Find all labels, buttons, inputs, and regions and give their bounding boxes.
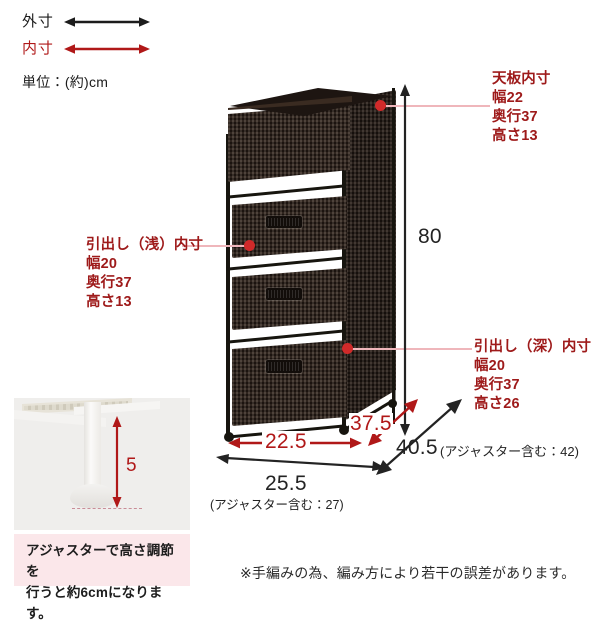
dimension-arrow-height [396, 84, 414, 436]
annotation-deep-drawer-height: 高さ26 [474, 396, 520, 413]
handmade-disclaimer: ※手編みの為、編み方により若干の誤差があります。 [240, 565, 576, 581]
unit-note: 単位：(約)cm [22, 74, 109, 90]
drawer-handle-shallow-2[interactable] [266, 288, 302, 300]
annotation-top-box-height: 高さ13 [492, 128, 538, 145]
product-illustration [222, 86, 402, 442]
double-arrow-red-icon [63, 43, 150, 55]
dimension-arrow-inner-depth [366, 396, 422, 448]
dimension-value-outer-depth: 40.5 [396, 436, 438, 459]
annotation-shallow-drawer-title: 引出し（浅）内寸 [86, 237, 204, 253]
tier-top-open-box [228, 104, 350, 182]
legend-outer-label: 外寸 [22, 13, 54, 30]
annotation-top-box: 天板内寸 幅22 奥行37 高さ13 [492, 70, 551, 147]
drawer-handle-deep[interactable] [266, 360, 302, 373]
dimension-arrow-adjuster-height [110, 416, 124, 508]
double-arrow-black-icon [63, 16, 150, 28]
annotation-shallow-drawer-width: 幅20 [86, 256, 118, 273]
leader-dot-top-box [375, 100, 386, 111]
frame-post-rear-right [392, 88, 395, 424]
adjuster-note-line-1: アジャスターで高さ調節を [26, 543, 174, 579]
annotation-top-box-depth: 奥行37 [492, 109, 538, 126]
leader-line-shallow-drawer [182, 245, 252, 247]
product-right-side-panel [346, 90, 396, 420]
dimension-note-outer-width: (アジャスター含む：27) [210, 498, 344, 512]
leader-line-deep-drawer [350, 348, 472, 350]
legend-inner-label: 内寸 [22, 40, 54, 57]
dimension-arrow-outer-width [216, 454, 386, 471]
annotation-deep-drawer-depth: 奥行37 [474, 377, 520, 394]
dimension-value-inner-width: 22.5 [262, 431, 310, 452]
annotation-deep-drawer-width: 幅20 [474, 358, 506, 375]
adjuster-note-box [14, 534, 190, 586]
annotation-shallow-drawer: 引出し（浅）内寸 幅20 奥行37 高さ13 [86, 236, 203, 313]
dimension-value-outer-width: 25.5 [265, 472, 307, 495]
leader-dot-deep-drawer [342, 343, 353, 354]
annotation-top-box-width: 幅22 [492, 90, 524, 107]
adjuster-inset-photo: 5 [14, 398, 190, 530]
annotation-shallow-drawer-height: 高さ13 [86, 294, 132, 311]
drawer-handle-shallow-1[interactable] [266, 216, 302, 228]
legend-inner-row: 内寸 [22, 41, 150, 56]
inset-frame-leg [84, 402, 101, 498]
frame-rail-shelf-1 [226, 184, 346, 199]
adjuster-foot-rear-right [388, 399, 397, 408]
frame-post-front-left [226, 134, 230, 434]
diagram-canvas: 外寸 内寸 単位：(約)cm [14, 14, 591, 621]
adjuster-note-line-2: 行うと約6cmになります。 [26, 584, 163, 621]
adjuster-foot [70, 484, 116, 508]
annotation-deep-drawer: 引出し（深）内寸 幅20 奥行37 高さ26 [474, 338, 591, 415]
dimension-value-adjuster-height: 5 [126, 455, 137, 476]
inset-shelf-weave [24, 401, 128, 410]
dimension-value-height: 80 [418, 225, 442, 248]
annotation-top-box-title: 天板内寸 [492, 71, 551, 87]
annotation-deep-drawer-title: 引出し（深）内寸 [474, 339, 592, 355]
adjuster-note-text: アジャスターで高さ調節を 行うと約6cmになります。 [26, 541, 184, 625]
dimension-value-inner-depth: 37.5 [349, 412, 393, 435]
leader-dot-shallow-drawer [244, 240, 255, 251]
inset-floor-line [72, 508, 142, 509]
adjuster-foot-front-left [224, 432, 234, 442]
annotation-shallow-drawer-depth: 奥行37 [86, 275, 132, 292]
frame-rail-shelf-2 [226, 256, 346, 271]
dimension-note-outer-depth: (アジャスター含む：42) [440, 444, 579, 459]
leader-line-top-box [386, 105, 490, 107]
tier-deep-drawer [232, 340, 347, 426]
legend-outer-row: 外寸 [22, 14, 150, 29]
adjuster-foot-front-right [339, 425, 349, 435]
